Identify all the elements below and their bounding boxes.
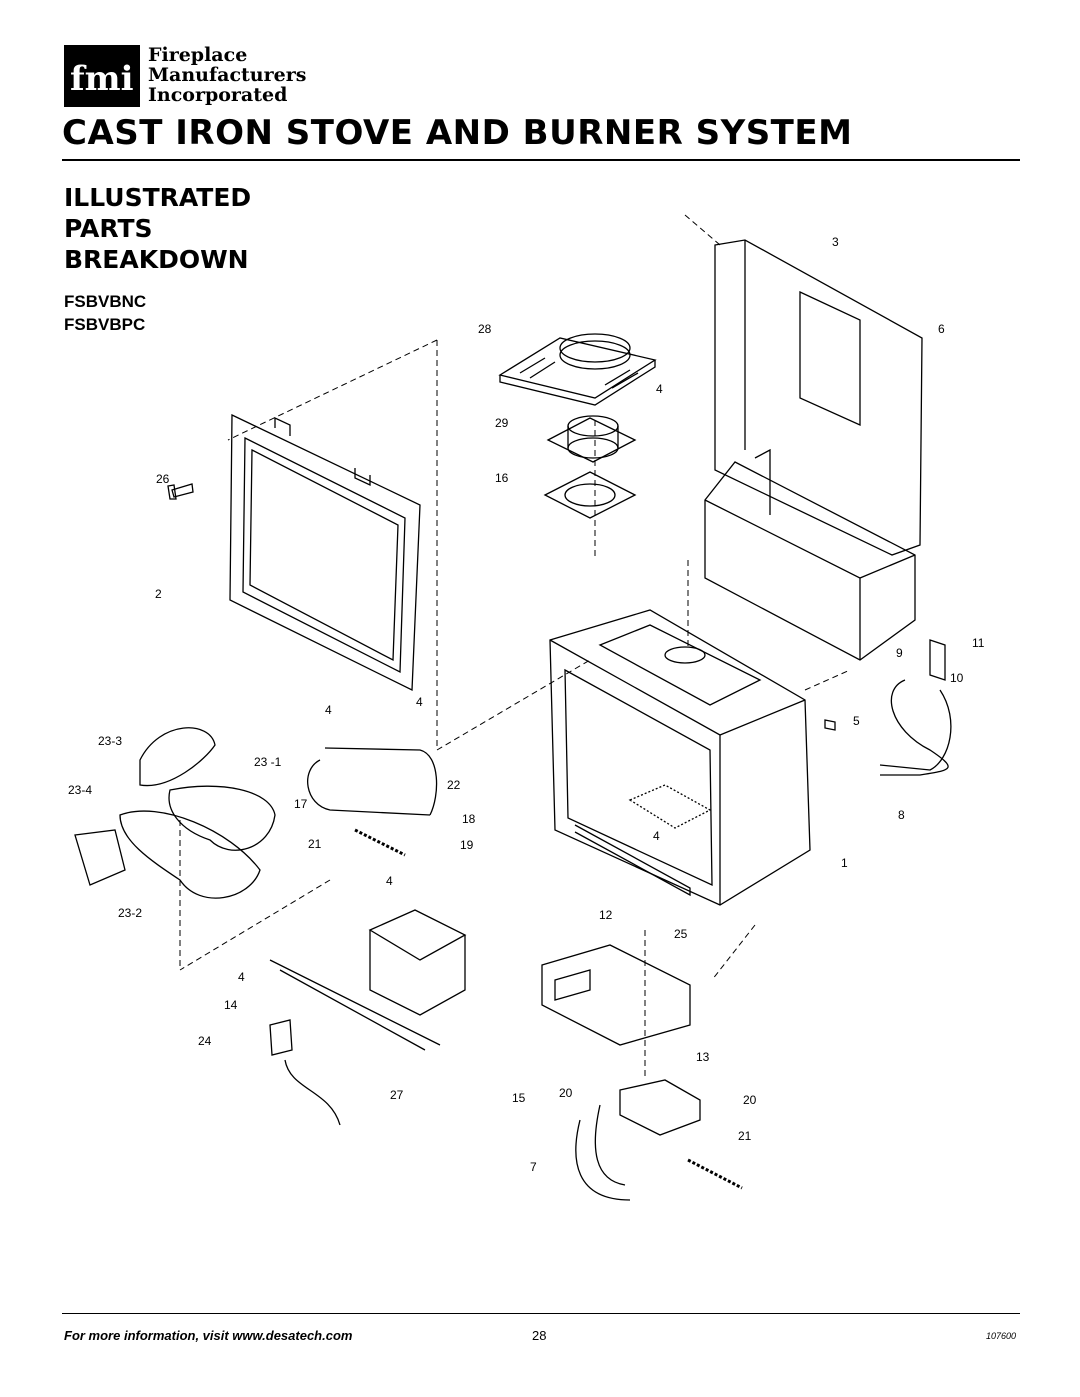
callout-label: 27	[390, 1088, 404, 1102]
small-bracket-part-5	[824, 719, 836, 731]
front-frame-part-2	[229, 413, 421, 692]
callout-label: 6	[938, 322, 945, 336]
callout-label: 22	[447, 778, 461, 792]
callout-label: 18	[462, 812, 476, 826]
brand-line-1: Fireplace	[148, 44, 248, 66]
callout-label: 24	[198, 1034, 212, 1048]
page-number: 28	[532, 1328, 547, 1343]
callout-label: 23-2	[118, 906, 142, 920]
callout-label: 2	[155, 587, 162, 601]
callout-label: 19	[460, 838, 474, 852]
callout-label: 9	[896, 646, 903, 660]
section-line-3: BREAKDOWN	[64, 245, 249, 274]
model-number: FSBVBPC	[64, 315, 146, 334]
callout-label: 3	[832, 235, 839, 249]
callout-label: 4	[653, 829, 660, 843]
flex-connector-part-21b	[687, 1158, 743, 1190]
callout-label: 5	[853, 714, 860, 728]
callout-label: 21	[308, 837, 322, 851]
callout-label: 15	[512, 1091, 526, 1105]
callout-label: 16	[495, 471, 509, 485]
brand-line-2: Manufacturers	[148, 64, 307, 86]
callout-label: 23 -1	[254, 755, 282, 769]
callout-label: 28	[478, 322, 492, 336]
callout-label: 25	[674, 927, 688, 941]
small-bracket-part-9	[929, 639, 946, 681]
section-line-1: ILLUSTRATED	[64, 183, 252, 212]
callout-label: 1	[841, 856, 848, 870]
callout-label: 4	[238, 970, 245, 984]
assembly-lines	[179, 214, 851, 1080]
section-line-2: PARTS	[64, 214, 153, 243]
log-set-part-23	[74, 727, 276, 899]
model-number: FSBVBNC	[64, 292, 147, 311]
callout-labels: 3 6 28 4 29 16 26 2 9 11 10 5 4 4 23-3 2…	[68, 235, 985, 1174]
callout-label: 4	[416, 695, 423, 709]
fmi-logo-mark: fmi	[64, 45, 140, 107]
screw-part-26	[167, 483, 194, 500]
document-number: 107600	[986, 1331, 1017, 1341]
fmi-logo: fmi Fireplace Manufacturers Incorporated	[64, 45, 324, 111]
callout-label: 20	[559, 1086, 573, 1100]
model-list: FSBVBNC FSBVBPC	[64, 290, 146, 336]
callout-label: 21	[738, 1129, 752, 1143]
callout-label: 11	[972, 636, 985, 650]
rear-housing-part-3	[704, 239, 923, 661]
callout-label: 13	[696, 1050, 710, 1064]
brand-name: Fireplace Manufacturers Incorporated	[148, 45, 306, 105]
callout-label: 4	[325, 703, 332, 717]
burner-pan-part-27	[269, 909, 467, 1051]
callout-label: 12	[599, 908, 613, 922]
wire-harness-part-8	[879, 679, 952, 776]
wire-harness-part-7	[575, 1104, 631, 1201]
footer-website-text: For more information, visit www.desatech…	[64, 1328, 353, 1343]
callout-label: 17	[294, 797, 308, 811]
footer-rule	[62, 1313, 1020, 1314]
callout-label: 26	[156, 472, 170, 486]
callout-label: 10	[950, 671, 964, 685]
brand-line-3: Incorporated	[148, 84, 288, 106]
firebox-part-1	[549, 609, 811, 906]
section-heading: ILLUSTRATED PARTS BREAKDOWN	[64, 182, 251, 275]
callout-label: 4	[386, 874, 393, 888]
burner-tube-part-17	[307, 747, 438, 816]
callout-label: 4	[656, 382, 663, 396]
page-title: CAST IRON STOVE AND BURNER SYSTEM	[62, 113, 853, 153]
callout-label: 7	[530, 1160, 537, 1174]
callout-label: 14	[224, 998, 238, 1012]
control-bracket-part-12	[541, 944, 691, 1046]
pilot-assembly-part-14	[269, 1019, 341, 1126]
callout-label: 20	[743, 1093, 757, 1107]
flue-collar-part-29	[546, 415, 637, 463]
gas-valve-part-13	[619, 1079, 701, 1136]
top-grate-part-28	[498, 333, 657, 406]
callout-label: 23-3	[98, 734, 122, 748]
title-rule	[62, 159, 1020, 161]
logo-mark-text: fmi	[70, 59, 134, 99]
gasket-part-16	[543, 471, 637, 519]
flex-connector-part-21	[354, 828, 406, 857]
callout-label: 29	[495, 416, 509, 430]
callout-label: 23-4	[68, 783, 92, 797]
callout-label: 8	[898, 808, 905, 822]
